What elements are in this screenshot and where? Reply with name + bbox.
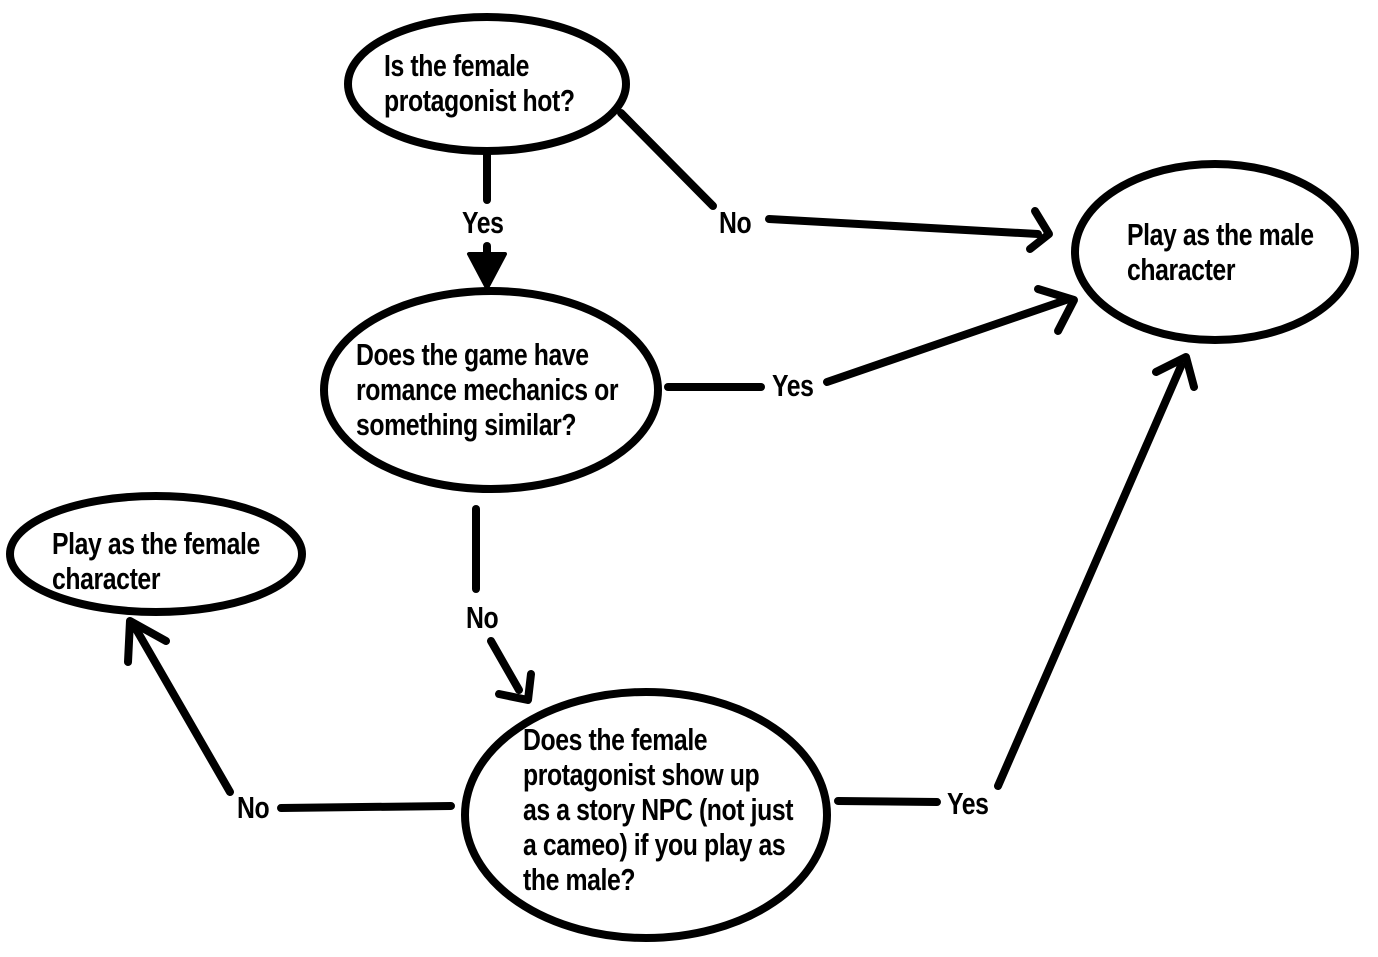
node-text-play-male: Play as the male character xyxy=(1127,217,1314,287)
node-line: Does the female xyxy=(523,722,708,757)
node-line: romance mechanics or xyxy=(356,372,619,407)
edge-romance-yes xyxy=(664,285,1078,391)
node-ellipse-play-female xyxy=(6,492,306,616)
node-ellipse-question-npc xyxy=(461,688,831,942)
node-line: protagonist show up xyxy=(523,757,760,792)
edge-label-npc-yes: Yes xyxy=(947,786,989,821)
arrowhead-npc-no xyxy=(124,617,170,666)
edge-npc-yes xyxy=(834,353,1198,806)
node-ellipse-play-male xyxy=(1071,160,1359,344)
edge-hot-yes xyxy=(467,151,507,290)
node-line: protagonist hot? xyxy=(384,83,575,118)
edge-label-romance-no: No xyxy=(466,600,499,635)
arrowhead-npc-yes xyxy=(1152,353,1198,391)
arrowhead-romance-no xyxy=(495,670,535,704)
edge-label-hot-yes: Yes xyxy=(462,205,504,240)
node-line: Play as the male xyxy=(1127,217,1314,252)
arrowhead-hot-no xyxy=(1026,207,1053,253)
node-line: the male? xyxy=(523,862,636,897)
edge-npc-no xyxy=(124,617,455,812)
node-line: Does the game have xyxy=(356,337,589,372)
node-text-question-hot: Is the female protagonist hot? xyxy=(384,48,575,118)
node-line: character xyxy=(1127,252,1236,287)
node-text-question-romance: Does the game have romance mechanics or … xyxy=(356,337,619,442)
node-text-play-female: Play as the female character xyxy=(52,526,260,596)
node-line: character xyxy=(52,561,161,596)
node-line: Is the female xyxy=(384,48,530,83)
node-line: a cameo) if you play as xyxy=(523,827,786,862)
edge-label-romance-yes: Yes xyxy=(772,368,814,403)
node-line: Play as the female xyxy=(52,526,260,561)
node-ellipse-question-romance xyxy=(320,287,662,493)
node-line: as a story NPC (not just xyxy=(523,792,794,827)
node-text-question-npc: Does the female protagonist show up as a… xyxy=(523,722,794,897)
node-line: something similar? xyxy=(356,407,577,442)
edge-hot-no xyxy=(617,109,1053,253)
edge-romance-no xyxy=(472,505,535,704)
arrowhead-romance-yes xyxy=(1034,285,1078,335)
edge-label-npc-no: No xyxy=(237,790,270,825)
edge-label-hot-no: No xyxy=(719,205,752,240)
